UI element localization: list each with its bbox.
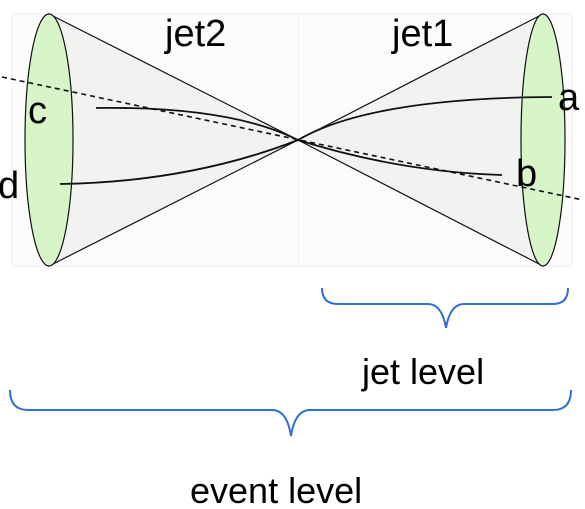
event-level-brace <box>9 389 572 437</box>
track-b <box>297 139 503 176</box>
track-c <box>95 106 299 141</box>
particle-label-a: a <box>558 77 580 119</box>
jet2-label: jet2 <box>164 13 226 55</box>
jet2-cone-cap <box>24 13 74 267</box>
particle-label-b: b <box>516 153 537 195</box>
particle-label-d: d <box>0 165 19 207</box>
event-level-label: event level <box>190 470 362 509</box>
track-d <box>59 139 299 185</box>
jet1-cone-cap <box>520 13 566 267</box>
track-a <box>297 96 553 141</box>
jet1-cone <box>296 13 566 267</box>
particle-label-c: c <box>28 90 47 132</box>
jet1-label: jet1 <box>391 13 453 55</box>
jet-level-brace <box>321 287 569 329</box>
jet2-cone <box>24 13 300 267</box>
jet-level-label: jet level <box>361 351 484 392</box>
